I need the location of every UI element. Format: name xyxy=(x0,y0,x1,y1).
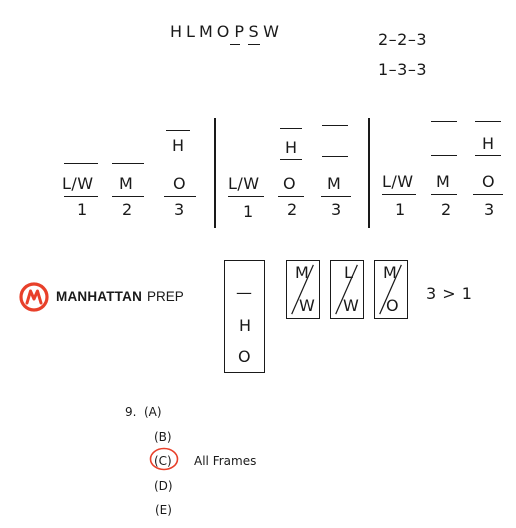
small-box-3: M O xyxy=(374,260,408,319)
frame1-slot1-baseline xyxy=(64,196,98,198)
comparison: 3 > 1 xyxy=(426,284,473,303)
frame1-slot2-baseline xyxy=(112,196,144,198)
small-box-1-bottom: W xyxy=(299,296,316,315)
strike-icon xyxy=(335,264,358,315)
frame-divider-2 xyxy=(368,118,370,228)
frame2-slot2-baseline xyxy=(278,196,304,198)
frame3-slot2-mid: M xyxy=(436,172,451,191)
choice-c: (C) xyxy=(154,454,172,468)
tall-box-dash: — xyxy=(236,283,253,302)
small-box-1: M W xyxy=(286,260,320,319)
frame3-slot3-midline xyxy=(475,155,501,157)
selected-circle-icon xyxy=(149,447,179,471)
frame2-slot2-midline xyxy=(280,159,302,161)
letter-w: W xyxy=(263,22,280,41)
frame-divider-1 xyxy=(214,118,216,228)
small-box-2-top: L xyxy=(344,263,354,282)
frame3-slot2-midline xyxy=(431,155,457,157)
logo-mark-icon xyxy=(19,282,49,312)
choice-d: (D) xyxy=(154,479,173,493)
frame1-slot2-midline xyxy=(112,163,144,165)
question-number: 9. xyxy=(125,405,137,419)
frame1-slot3-baseline xyxy=(164,196,196,198)
frame2-slot1-num: 1 xyxy=(243,202,254,221)
frame2-slot3-num: 3 xyxy=(331,200,342,219)
frame1-slot3-top: H xyxy=(172,136,185,155)
frame3-slot2-num: 2 xyxy=(441,200,452,219)
frame3-slot2-baseline xyxy=(431,194,457,196)
choice-e: (E) xyxy=(155,503,172,517)
frame2-slot3-topline xyxy=(322,125,348,127)
frame1-slot1-midline xyxy=(64,163,98,165)
frame2-slot1-mid: L/W xyxy=(228,174,260,193)
frame1-slot3-mid: O xyxy=(173,174,187,193)
tall-box: — H O xyxy=(224,260,265,373)
tall-box-h: H xyxy=(239,316,252,335)
sequence-1: 2–2–3 xyxy=(378,30,428,49)
frame3-slot3-num: 3 xyxy=(484,200,495,219)
frame2-slot1-baseline xyxy=(228,196,264,198)
choice-c-note: All Frames xyxy=(194,454,257,468)
letter-s: S xyxy=(248,22,260,41)
frame3-slot3-mid: O xyxy=(482,172,496,191)
strike-icon xyxy=(291,264,314,315)
letter-p: P xyxy=(234,22,245,41)
small-box-2-bottom: W xyxy=(343,296,360,315)
frame2-slot2-mid: O xyxy=(283,174,297,193)
underline-s xyxy=(248,44,260,46)
frame3-slot3-topline xyxy=(475,121,501,123)
frame1-slot1-mid: L/W xyxy=(62,174,94,193)
small-box-2: L W xyxy=(330,260,364,319)
frame2-slot2-top: H xyxy=(285,138,298,157)
frame1-slot2-mid: M xyxy=(119,174,134,193)
frame1-slot1-num: 1 xyxy=(77,200,88,219)
tall-box-o: O xyxy=(238,347,252,366)
frame3-slot1-mid: L/W xyxy=(382,172,414,191)
logo-brand: MANHATTAN xyxy=(56,289,143,304)
frame1-slot3-num: 3 xyxy=(174,200,185,219)
frame3-slot2-topline xyxy=(431,121,457,123)
choice-a: (A) xyxy=(144,405,162,419)
frame3-slot1-baseline xyxy=(382,194,416,196)
frame2-slot2-num: 2 xyxy=(287,200,298,219)
underline-p xyxy=(230,44,240,46)
letters-prefix: HLMO xyxy=(170,22,234,41)
small-box-1-top: M xyxy=(295,263,310,282)
choice-b: (B) xyxy=(154,430,172,444)
frame3-slot3-top: H xyxy=(482,134,495,153)
sequence-2: 1–3–3 xyxy=(378,60,428,79)
frame3-slot3-baseline xyxy=(473,194,503,196)
frame3-slot1-num: 1 xyxy=(395,200,406,219)
frame1-slot3-topline xyxy=(166,130,190,132)
small-box-3-bottom: O xyxy=(386,296,400,315)
frame2-slot3-baseline xyxy=(321,196,351,198)
logo-suffix: PREP xyxy=(147,289,184,304)
frame2-slot3-midline xyxy=(322,156,348,158)
frame2-slot3-mid: M xyxy=(327,174,342,193)
frame1-slot2-num: 2 xyxy=(122,200,133,219)
frame2-slot2-topline xyxy=(280,128,302,130)
small-box-3-top: M xyxy=(383,263,398,282)
strike-icon xyxy=(379,264,402,315)
